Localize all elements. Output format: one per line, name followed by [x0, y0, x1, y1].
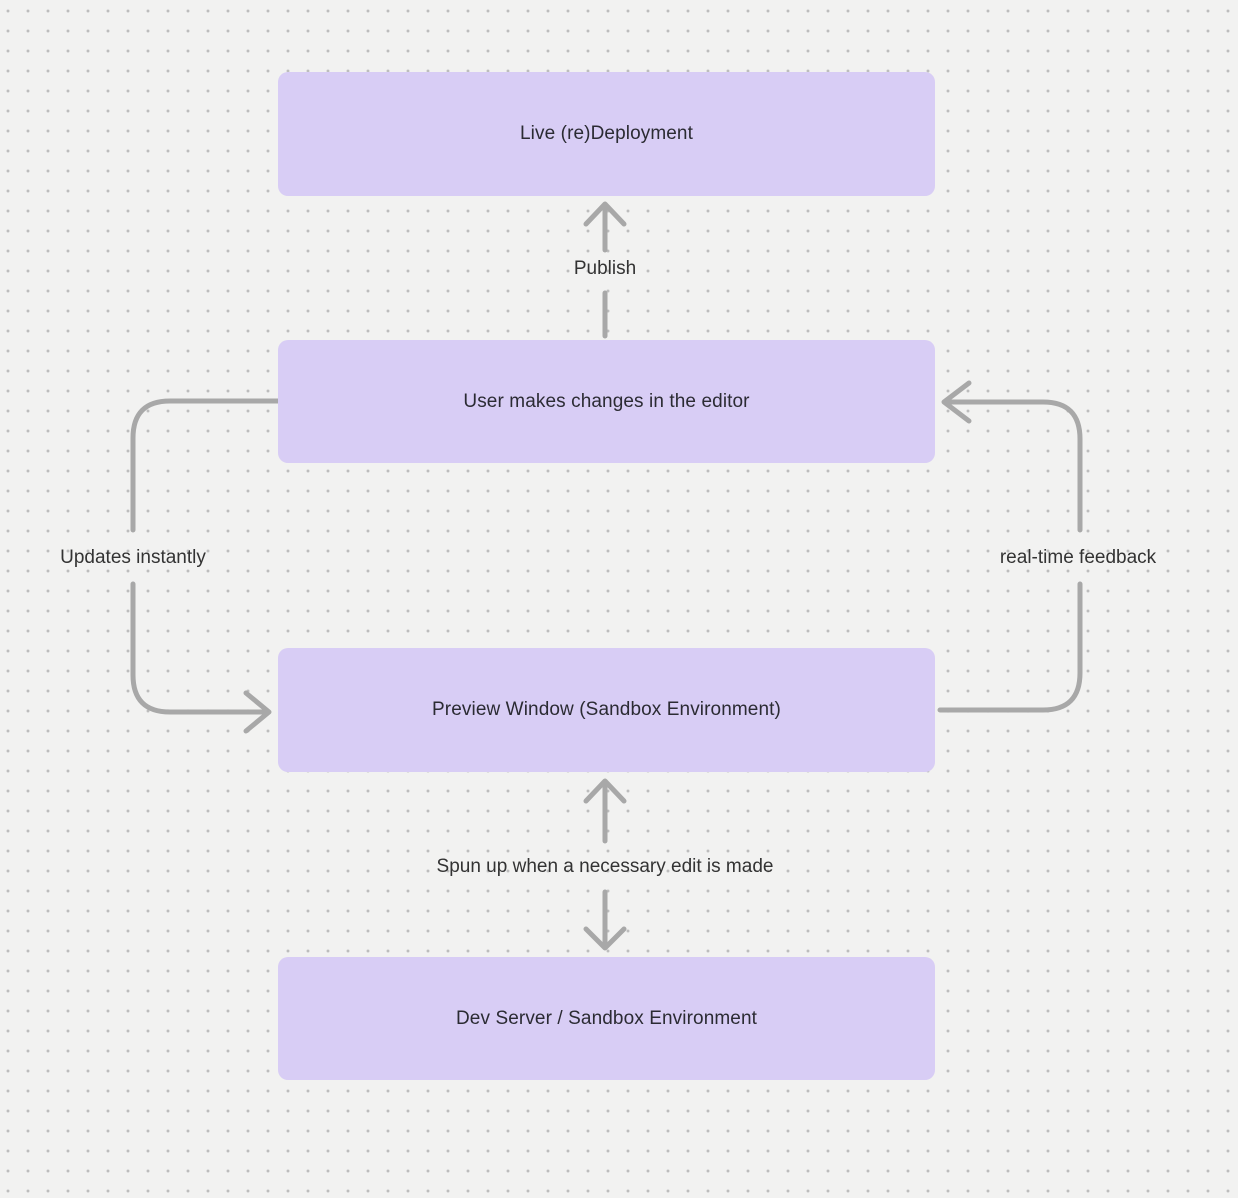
arrowhead-up-icon: [583, 201, 627, 227]
edge-line: [130, 398, 281, 533]
edge-line: [947, 399, 1083, 533]
arrowhead-down-icon: [583, 926, 627, 951]
edge-spun-up-arrow: [583, 778, 627, 951]
node-editor-changes[interactable]: User makes changes in the editor: [278, 340, 935, 463]
edge-label-publish: Publish: [573, 258, 637, 279]
edge-label-spun-up: Spun up when a necessary edit is made: [436, 856, 774, 877]
node-dev-server[interactable]: Dev Server / Sandbox Environment: [278, 957, 935, 1080]
arrowhead-up-icon: [583, 778, 627, 804]
node-label: Preview Window (Sandbox Environment): [432, 699, 781, 720]
node-label: Live (re)Deployment: [520, 123, 693, 144]
edge-publish-arrow: [583, 201, 627, 339]
edge-line: [937, 581, 1083, 713]
node-live-redeployment[interactable]: Live (re)Deployment: [278, 72, 935, 196]
edge-line: [130, 581, 266, 715]
edge-label-realtime-feedback: real-time feedback: [999, 547, 1157, 568]
node-preview-window[interactable]: Preview Window (Sandbox Environment): [278, 648, 935, 772]
edge-realtime-feedback-arrow: [937, 380, 1083, 713]
arrowhead-right-icon: [243, 690, 272, 734]
edge-updates-instantly-arrow: [130, 398, 281, 734]
edge-label-updates-instantly: Updates instantly: [60, 547, 206, 568]
node-label: Dev Server / Sandbox Environment: [455, 1007, 757, 1029]
arrowhead-left-icon: [941, 380, 972, 424]
node-label: User makes changes in the editor: [463, 390, 750, 412]
